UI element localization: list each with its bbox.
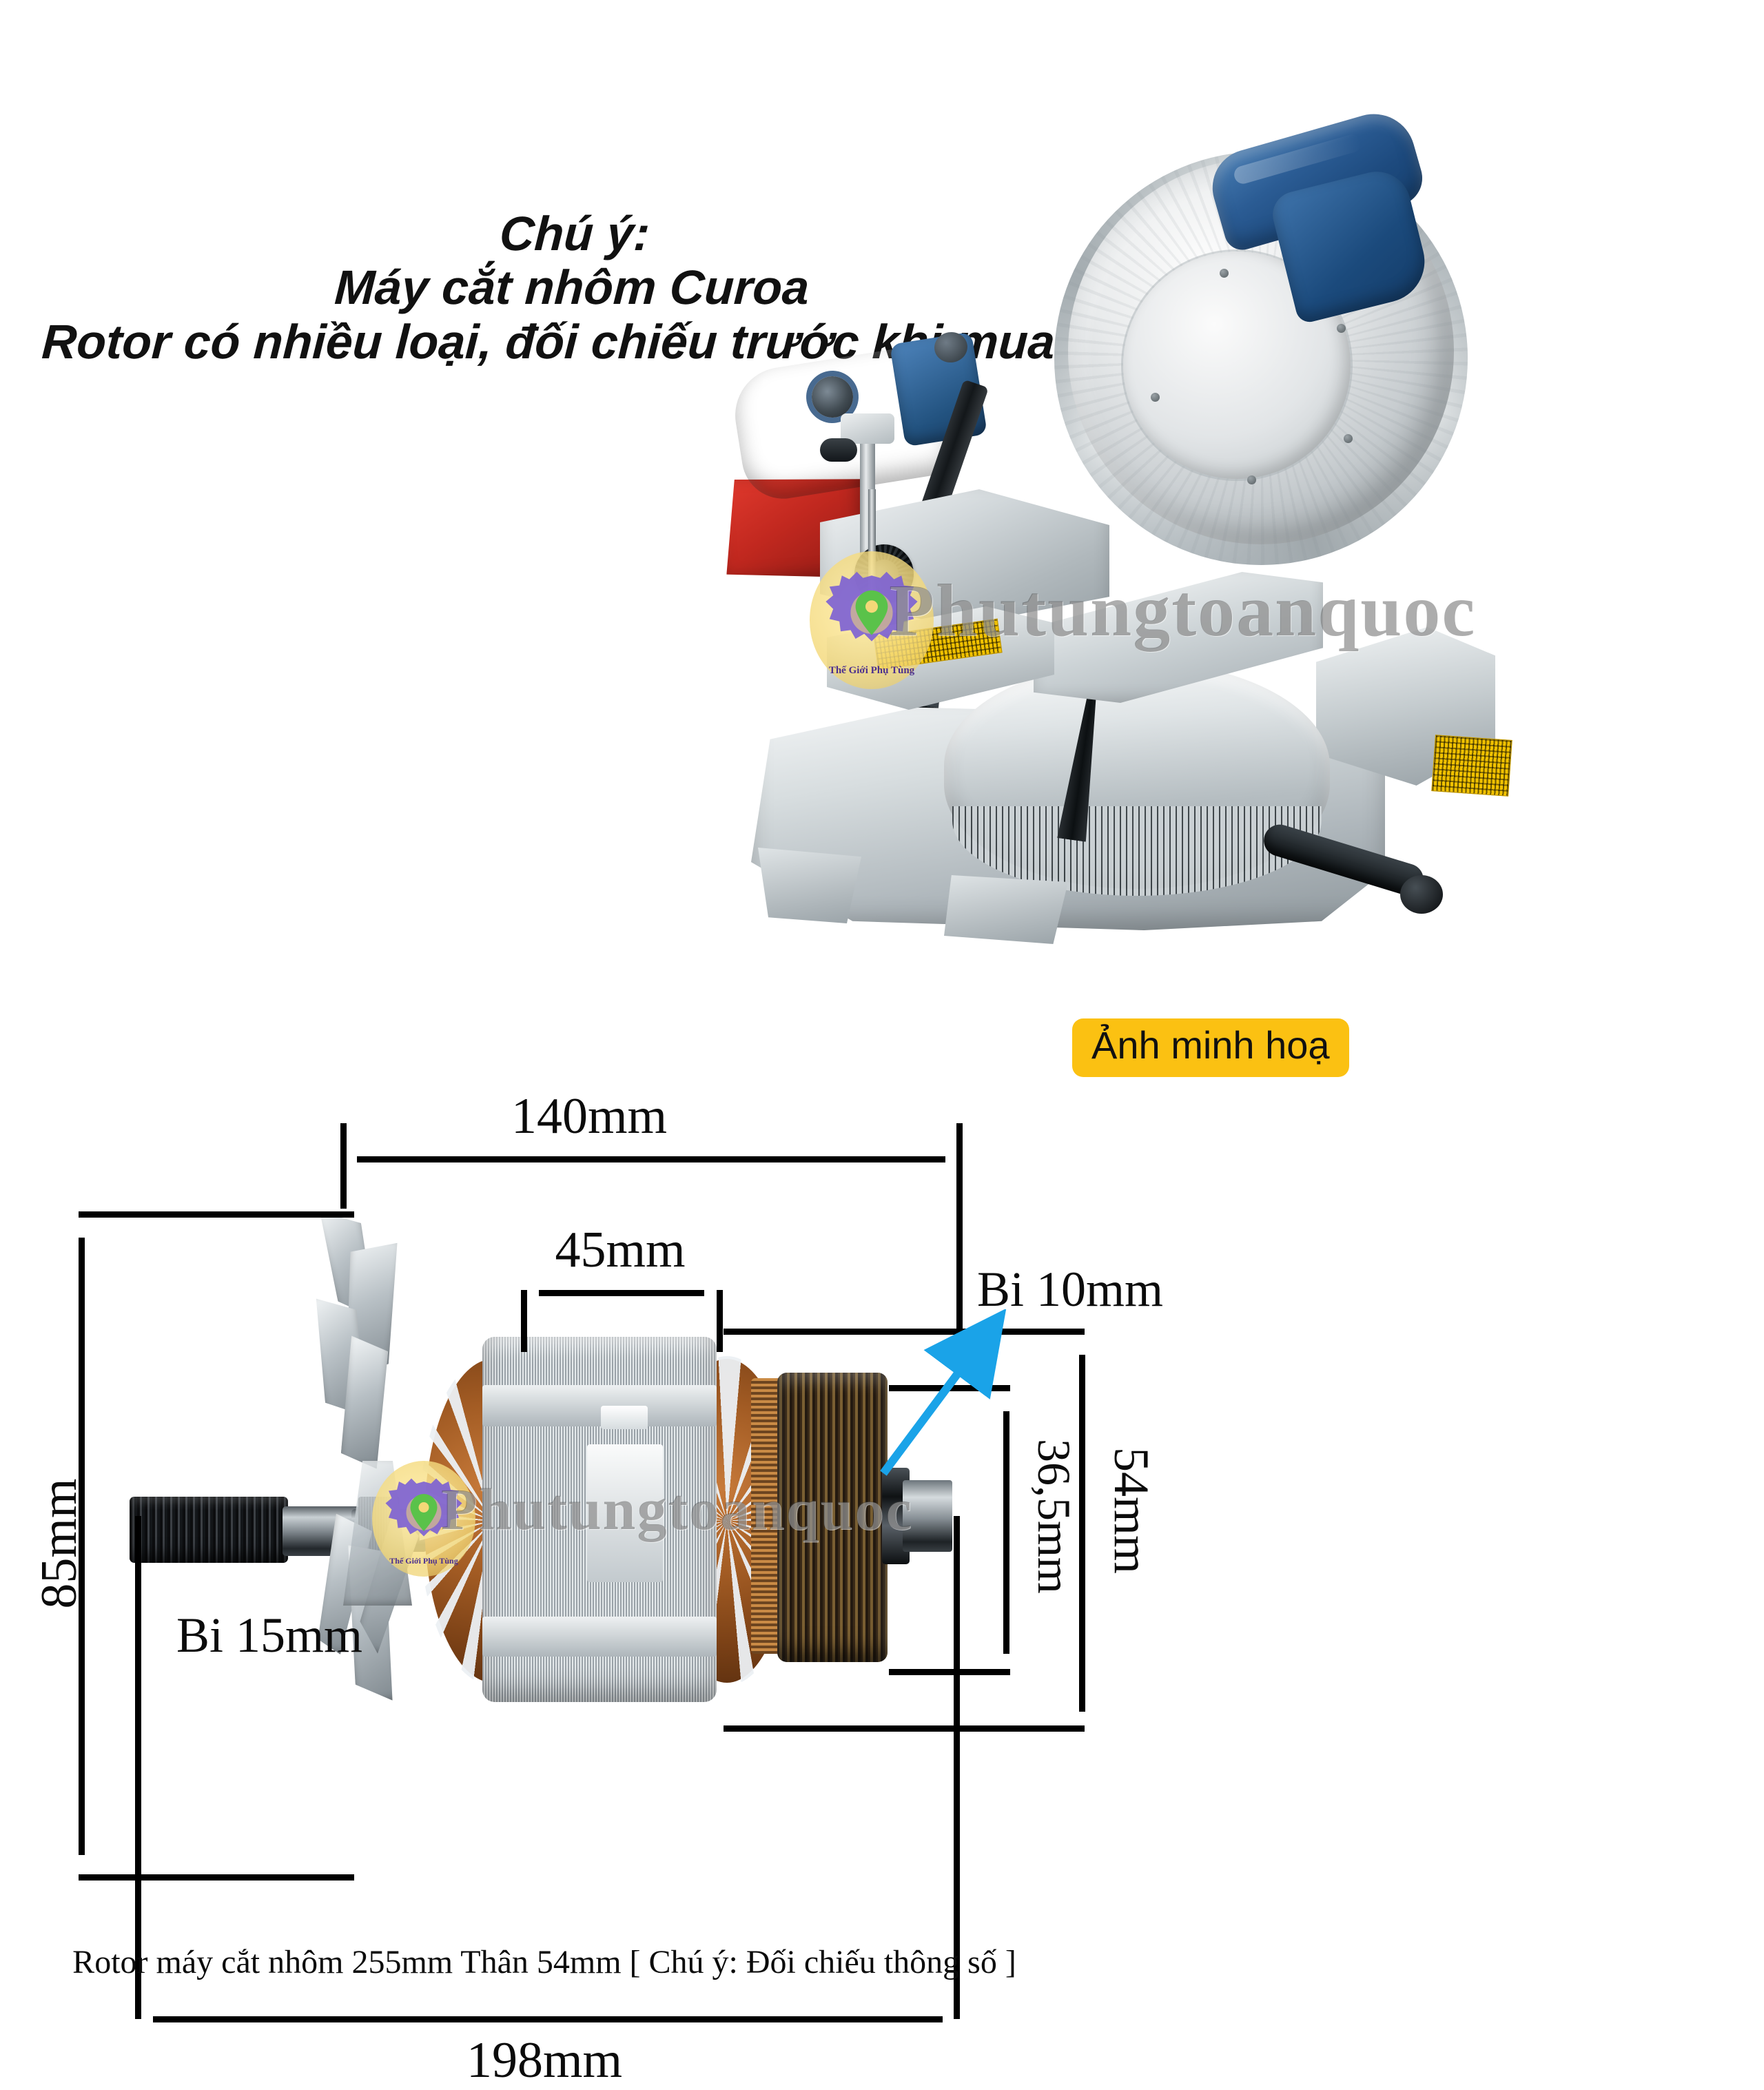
bi-15-label: Bi 15mm: [176, 1608, 363, 1663]
dim-198-label: 198mm: [466, 2032, 623, 2089]
rotor-dimension-diagram: Thế Giới Phụ Tùng Phutungtoanquoc 140mm …: [0, 1034, 1171, 2089]
watermark-logo: Thế Giới Phụ Tùng: [372, 1461, 475, 1577]
rotor-rear-shaft: [903, 1480, 952, 1552]
dim-45-label: 45mm: [555, 1222, 686, 1278]
watermark-logo-label: Thế Giới Phụ Tùng: [828, 665, 915, 676]
watermark-logo-label: Thế Giới Phụ Tùng: [389, 1555, 458, 1566]
rotor-commutator: [777, 1373, 888, 1662]
saw-screw: [1337, 324, 1346, 333]
dim-54-label: 54mm: [1104, 1447, 1159, 1575]
watermark-logo: Thế Giới Phụ Tùng: [810, 551, 934, 689]
dim-140-line: [357, 1156, 945, 1162]
rotor-caption: Rotor máy cắt nhôm 255mm Thân 54mm [ Chú…: [72, 1944, 1016, 1980]
dim-365-line: [1003, 1411, 1009, 1654]
dim-365-label: 36,5mm: [1028, 1439, 1080, 1594]
dim-54-ext-bottom: [724, 1725, 1085, 1732]
miter-saw-illustration: Thế Giới Phụ Tùng Phutungtoanquoc: [737, 104, 1557, 1047]
dim-85-ext-top: [79, 1211, 354, 1218]
rotor-core-slot: [482, 1385, 717, 1426]
dim-198-line: [153, 2016, 943, 2022]
rotor-threaded-shaft: [130, 1497, 288, 1563]
saw-screw: [1151, 393, 1160, 402]
dim-54-ext-top: [724, 1329, 1085, 1335]
rotor-core-notch: [601, 1406, 648, 1429]
gear-pin-icon: [825, 571, 918, 642]
dim-140-ext-right: [956, 1123, 963, 1355]
watermark-text: Phutungtoanquoc: [441, 1476, 913, 1542]
bi-10-pointer-arrow: [880, 1309, 1007, 1476]
rotor-core-slot: [482, 1617, 717, 1657]
saw-screw: [1344, 434, 1353, 443]
bi-10-label: Bi 10mm: [977, 1262, 1164, 1317]
saw-screw: [1247, 475, 1256, 484]
dim-85-label: 85mm: [31, 1478, 88, 1609]
saw-screw: [1220, 269, 1229, 278]
watermark-text: Phutungtoanquoc: [889, 570, 1477, 652]
illustrative-photo-badge: Ảnh minh hoạ: [1072, 1018, 1349, 1077]
dim-140-label: 140mm: [511, 1088, 668, 1145]
rotor-core-key: [587, 1444, 663, 1582]
dim-54-line: [1079, 1355, 1085, 1712]
dim-45-line: [539, 1290, 704, 1296]
saw-lever-grip: [1400, 875, 1443, 914]
dim-365-ext-bottom: [889, 1669, 1010, 1675]
dim-45-ext-right: [717, 1290, 723, 1352]
dim-140-ext-left: [340, 1123, 347, 1209]
gear-pin-icon: [385, 1478, 462, 1537]
saw-clamp-knob: [820, 438, 857, 462]
saw-warning-label: [1431, 735, 1512, 797]
dim-85-line: [79, 1238, 85, 1855]
dim-85-ext-bottom: [79, 1874, 354, 1881]
saw-foot: [944, 875, 1068, 944]
saw-foot: [758, 848, 861, 923]
dim-45-ext-left: [521, 1290, 527, 1352]
